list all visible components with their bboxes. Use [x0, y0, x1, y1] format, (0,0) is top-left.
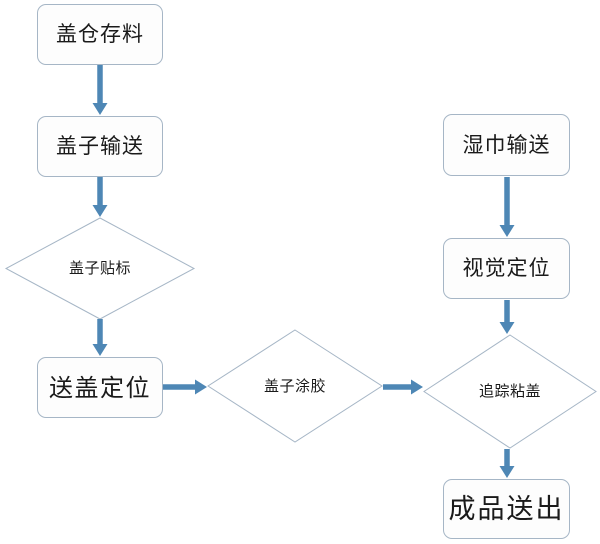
connector-arrow-n7-to-n8 — [499, 300, 515, 334]
decision-node-shape — [207, 329, 383, 443]
process-node-n4[interactable]: 送盖定位 — [37, 357, 163, 418]
process-node-n1[interactable]: 盖仓存料 — [37, 4, 163, 65]
connector-arrow-n8-to-n9 — [499, 449, 515, 478]
decision-node-n8[interactable]: 追踪粘盖 — [424, 335, 596, 448]
decision-node-n5[interactable]: 盖子涂胶 — [208, 330, 382, 442]
process-node-n7[interactable]: 视觉定位 — [443, 238, 570, 299]
connector-arrow-n3-to-n4 — [92, 319, 108, 356]
decision-node-n3[interactable]: 盖子贴标 — [6, 218, 194, 319]
node-label: 盖子输送 — [56, 134, 144, 158]
connector-arrow-n4-to-n5 — [163, 379, 207, 395]
node-label: 湿巾输送 — [462, 132, 551, 157]
connector-arrow-n5-to-n8 — [383, 379, 423, 395]
node-label: 送盖定位 — [49, 373, 151, 402]
node-label: 盖子涂胶 — [263, 376, 326, 395]
node-label: 视觉定位 — [462, 256, 551, 280]
process-node-n9[interactable]: 成品送出 — [443, 479, 570, 539]
node-label: 成品送出 — [448, 493, 565, 525]
process-node-n6[interactable]: 湿巾输送 — [443, 114, 570, 176]
connector-arrow-n2-to-n3 — [92, 177, 108, 217]
decision-node-shape — [423, 334, 597, 449]
connector-arrow-n6-to-n7 — [499, 177, 515, 237]
connector-arrow-n1-to-n2 — [92, 65, 108, 115]
node-label: 追踪粘盖 — [478, 382, 541, 400]
process-node-n2[interactable]: 盖子输送 — [37, 116, 163, 177]
node-label: 盖仓存料 — [56, 22, 144, 46]
node-label: 盖子贴标 — [68, 259, 131, 277]
